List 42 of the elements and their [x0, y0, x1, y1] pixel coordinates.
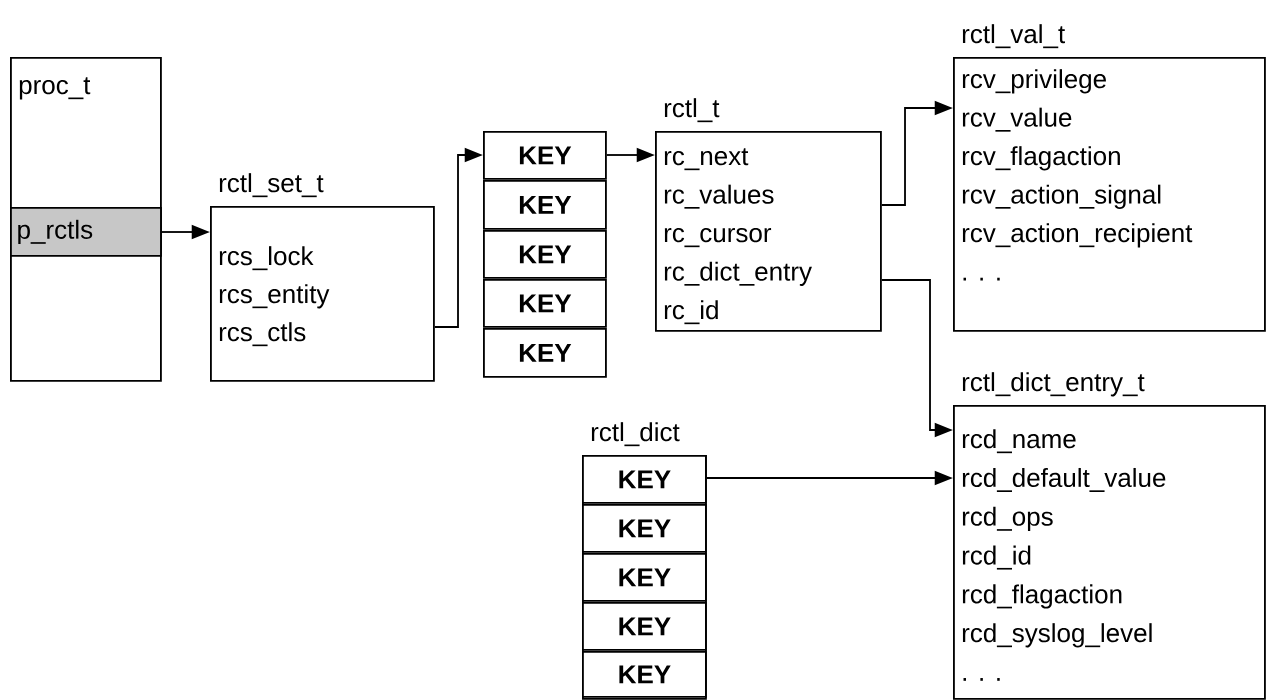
key-cell: KEY	[483, 328, 607, 378]
field-name: rcd_default_value	[962, 467, 1166, 492]
struct-box	[655, 98, 882, 332]
field-name: rcd_name	[962, 429, 1076, 454]
field-name: rcs_entity	[219, 284, 330, 309]
key-cell: KEY	[483, 230, 607, 279]
key-cell: KEY	[483, 131, 607, 180]
type-name: rctl_set_t	[219, 173, 324, 198]
type-name: rctl_dict	[591, 422, 680, 447]
field-name: rcs_ctls	[219, 322, 306, 347]
key-cell: KEY	[582, 504, 707, 553]
field-name: rcv_value	[962, 107, 1072, 132]
field-name: rcd_ops	[962, 506, 1053, 531]
field-name: rc_dict_entry	[664, 261, 812, 286]
field-name: rcd_id	[962, 545, 1031, 570]
key-cell: KEY	[582, 455, 707, 504]
field-name: rcv_action_recipient	[962, 223, 1193, 248]
field-name: rcd_syslog_level	[962, 623, 1152, 648]
key-cell: KEY	[582, 602, 707, 651]
type-name: proc_t	[19, 77, 91, 100]
field-name: rc_id	[664, 300, 718, 325]
field-name: rcs_lock	[219, 246, 314, 271]
type-name: rctl_val_t	[962, 24, 1065, 49]
key-cell: KEY	[582, 553, 707, 602]
field-cell: p_rctls	[10, 207, 162, 257]
field-name: rcv_action_signal	[962, 184, 1161, 209]
field-name: . . .	[963, 678, 1000, 681]
key-cell: KEY	[582, 651, 707, 698]
field-name: rcv_flagaction	[962, 146, 1120, 171]
field-name: rc_values	[664, 184, 774, 209]
field-name: rc_cursor	[664, 228, 772, 248]
field-name: rcv_privilege	[962, 69, 1106, 94]
struct-box	[953, 372, 1266, 700]
type-name: rctl_t	[664, 98, 720, 123]
field-name: rc_next	[664, 148, 749, 171]
field-name: . . .	[963, 277, 1000, 281]
field-name: rcd_flagaction	[962, 584, 1122, 609]
key-cell: KEY	[483, 279, 607, 328]
type-name: rctl_dict_entry_t	[962, 372, 1145, 397]
struct-box	[953, 24, 1266, 332]
struct-box	[210, 173, 435, 382]
key-cell: KEY	[483, 180, 607, 230]
